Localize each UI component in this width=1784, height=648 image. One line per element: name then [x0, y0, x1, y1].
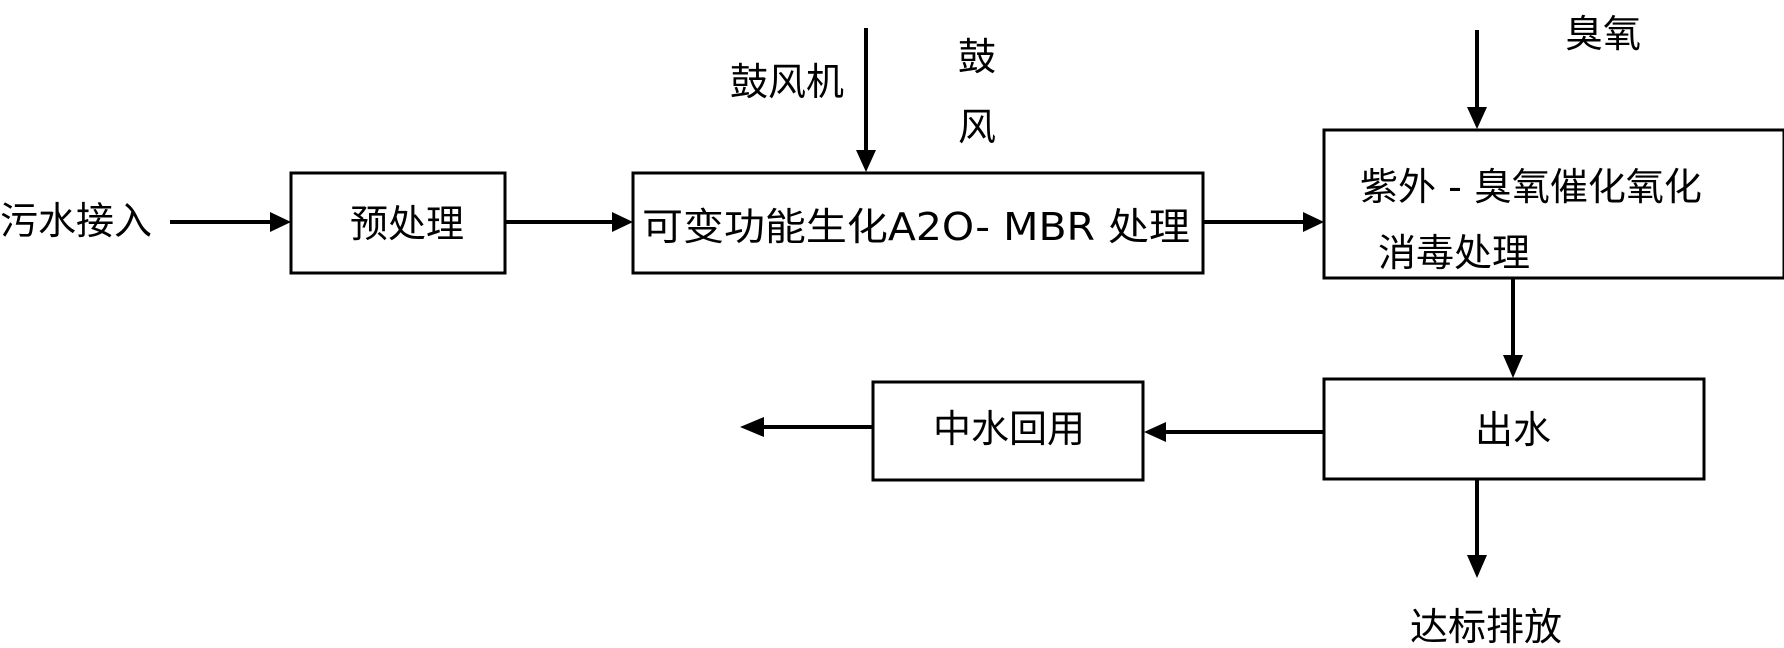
uv-ozone-label-line1: 紫外 - 臭氧催化氧化: [1360, 165, 1702, 209]
a2o-mbr-label: 可变功能生化A2O- MBR 处理: [642, 205, 1190, 249]
input-label: 污水接入: [0, 199, 152, 243]
arrowhead-reuse-outlet: [740, 417, 764, 437]
blower-label: 鼓风机: [730, 60, 844, 104]
pretreatment-box: [289, 171, 507, 275]
arrowhead-effluent: [1503, 355, 1523, 378]
effluent-box: [1322, 377, 1706, 481]
arrowhead-pretreatment: [270, 212, 291, 232]
aeration-label-line1: 鼓: [958, 35, 996, 79]
ozone-label: 臭氧: [1565, 12, 1641, 56]
aeration-label-line2: 风: [958, 105, 996, 149]
reuse-box: [871, 380, 1145, 482]
a2o-mbr-box: [631, 171, 1205, 275]
arrowhead-ozone: [1467, 107, 1487, 129]
arrowhead-a2o: [612, 212, 633, 232]
reuse-label: 中水回用: [933, 407, 1085, 451]
arrowhead-uv: [1303, 212, 1324, 232]
uv-ozone-box: [1322, 128, 1784, 280]
connectors: [170, 28, 1523, 578]
arrowhead-discharge: [1467, 555, 1487, 578]
effluent-label: 出水: [1475, 408, 1551, 452]
discharge-label: 达标排放: [1410, 605, 1562, 648]
uv-ozone-label-line2: 消毒处理: [1378, 231, 1530, 275]
arrowhead-reuse: [1144, 422, 1166, 442]
arrowhead-blower: [856, 150, 876, 172]
pretreatment-label: 预处理: [350, 202, 464, 246]
